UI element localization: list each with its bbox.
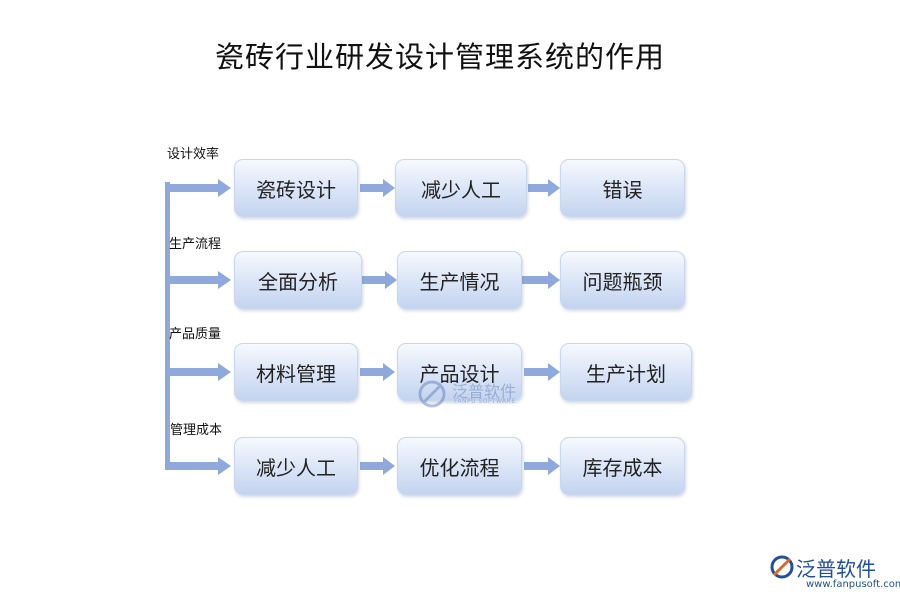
branch-arrow-row-4 — [165, 457, 231, 475]
node-row-2-col-2: 生产情况 — [397, 251, 522, 309]
arrow-row-3-step-1 — [360, 363, 395, 381]
brand-logo-icon — [770, 555, 794, 579]
row-label-production-process: 生产流程 — [169, 237, 222, 252]
node-row-4-col-2: 优化流程 — [397, 437, 522, 495]
arrow-row-1-step-1 — [360, 179, 395, 197]
node-row-3-col-3: 生产计划 — [560, 343, 692, 401]
brand-url: www.fanpusoft.com — [806, 579, 900, 590]
node-row-4-col-3: 库存成本 — [560, 437, 685, 495]
node-row-1-col-2: 减少人工 — [395, 159, 527, 217]
arrow-row-2-step-2 — [522, 271, 560, 289]
node-row-2-col-1: 全面分析 — [234, 251, 362, 309]
watermark-logo-icon — [418, 380, 446, 408]
branch-arrow-row-2 — [165, 271, 231, 289]
arrow-row-4-step-2 — [524, 457, 560, 475]
row-label-product-quality: 产品质量 — [169, 327, 222, 342]
node-row-3-col-1: 材料管理 — [234, 343, 358, 401]
arrow-row-2-step-1 — [362, 271, 397, 289]
node-row-1-col-1: 瓷砖设计 — [234, 159, 358, 217]
arrow-row-3-step-2 — [524, 363, 560, 381]
vertical-trunk — [165, 182, 170, 468]
watermark-sub: FANPU SOFTWARE — [454, 398, 516, 405]
node-row-2-col-3: 问题瓶颈 — [560, 251, 685, 309]
brand-name: 泛普软件 — [796, 557, 876, 581]
branch-arrow-row-1 — [165, 179, 231, 197]
row-label-design-efficiency: 设计效率 — [167, 147, 220, 162]
branch-arrow-row-3 — [165, 363, 231, 381]
row-label-management-cost: 管理成本 — [170, 423, 223, 438]
node-row-1-col-3: 错误 — [560, 159, 685, 217]
node-row-4-col-1: 减少人工 — [234, 437, 358, 495]
diagram-title: 瓷砖行业研发设计管理系统的作用 — [214, 40, 665, 74]
watermark: 泛普软件 FANPU SOFTWARE — [414, 376, 534, 416]
brand-logo: 泛普软件 www.fanpusoft.com — [768, 551, 900, 597]
arrow-row-1-step-2 — [528, 179, 560, 197]
watermark-name: 泛普软件 — [452, 382, 517, 401]
node-row-3-col-2: 产品设计 — [397, 343, 522, 401]
arrow-row-4-step-1 — [360, 457, 395, 475]
